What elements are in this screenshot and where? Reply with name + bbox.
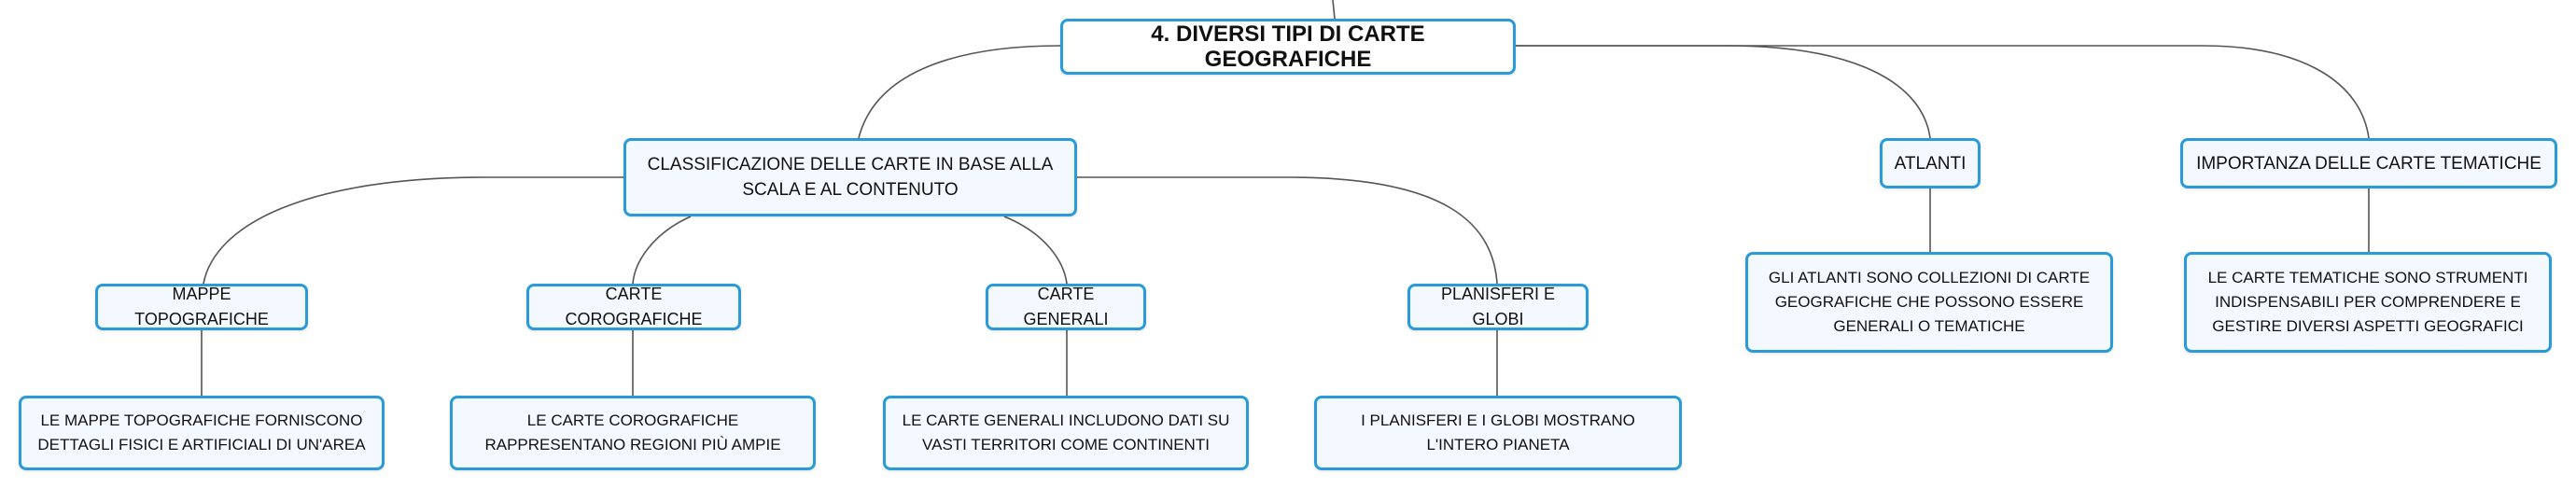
detail-planisferi-globi-text: I PLANISFERI E I GLOBI MOSTRANO L'INTERO…	[1361, 411, 1635, 453]
connector-class-corografiche	[632, 216, 692, 285]
root-label: 4. DIVERSI TIPI DI CARTE GEOGRAFICHE	[1151, 21, 1425, 72]
topic-importanza-label: IMPORTANZA DELLE CARTE TEMATICHE	[2196, 153, 2541, 174]
subtopic-planisferi-globi[interactable]: PLANISFERI E GLOBI	[1407, 284, 1589, 330]
subtopic-carte-generali-label: CARTE GENERALI	[1023, 285, 1109, 328]
detail-planisferi-globi[interactable]: I PLANISFERI E I GLOBI MOSTRANO L'INTERO…	[1314, 396, 1682, 470]
detail-carte-generali[interactable]: LE CARTE GENERALI INCLUDONO DATI SU VAST…	[883, 396, 1249, 470]
connector-root-importanza	[1516, 45, 2370, 139]
topic-atlanti[interactable]: ATLANTI	[1880, 138, 1981, 188]
connector-class-generali	[1003, 216, 1068, 285]
subtopic-mappe-topografiche-label: MAPPE TOPOGRAFICHE	[134, 285, 269, 328]
connector-class-topografiche	[203, 176, 625, 285]
connector-parent-root	[1332, 0, 1336, 20]
connector-root-classificazione	[858, 45, 1061, 139]
subtopic-carte-corografiche-label: CARTE COROGRAFICHE	[565, 285, 703, 328]
subtopic-mappe-topografiche[interactable]: MAPPE TOPOGRAFICHE	[95, 284, 308, 330]
root-node[interactable]: 4. DIVERSI TIPI DI CARTE GEOGRAFICHE	[1060, 19, 1516, 75]
connector-root-atlanti	[1516, 45, 1931, 139]
topic-importanza[interactable]: IMPORTANZA DELLE CARTE TEMATICHE	[2180, 138, 2557, 188]
topic-classificazione[interactable]: CLASSIFICAZIONE DELLE CARTE IN BASE ALLA…	[623, 138, 1077, 216]
detail-carte-corografiche[interactable]: LE CARTE COROGRAFICHE RAPPRESENTANO REGI…	[450, 396, 816, 470]
subtopic-carte-generali[interactable]: CARTE GENERALI	[986, 284, 1146, 330]
detail-importanza-text: LE CARTE TEMATICHE SONO STRUMENTI INDISP…	[2207, 269, 2528, 335]
detail-mappe-topografiche[interactable]: LE MAPPE TOPOGRAFICHE FORNISCONO DETTAGL…	[19, 396, 385, 470]
detail-importanza[interactable]: LE CARTE TEMATICHE SONO STRUMENTI INDISP…	[2184, 252, 2552, 353]
subtopic-carte-corografiche[interactable]: CARTE COROGRAFICHE	[526, 284, 741, 330]
detail-atlanti-text: GLI ATLANTI SONO COLLEZIONI DI CARTE GEO…	[1768, 269, 2091, 335]
detail-carte-generali-text: LE CARTE GENERALI INCLUDONO DATI SU VAST…	[902, 411, 1230, 453]
detail-carte-corografiche-text: LE CARTE COROGRAFICHE RAPPRESENTANO REGI…	[484, 411, 781, 453]
subtopic-planisferi-globi-label: PLANISFERI E GLOBI	[1440, 285, 1556, 328]
topic-classificazione-label: CLASSIFICAZIONE DELLE CARTE IN BASE ALLA…	[647, 155, 1054, 200]
detail-atlanti[interactable]: GLI ATLANTI SONO COLLEZIONI DI CARTE GEO…	[1745, 252, 2113, 353]
detail-mappe-topografiche-text: LE MAPPE TOPOGRAFICHE FORNISCONO DETTAGL…	[37, 411, 366, 453]
connector-class-planisferi	[1075, 176, 1498, 285]
topic-atlanti-label: ATLANTI	[1894, 153, 1967, 174]
